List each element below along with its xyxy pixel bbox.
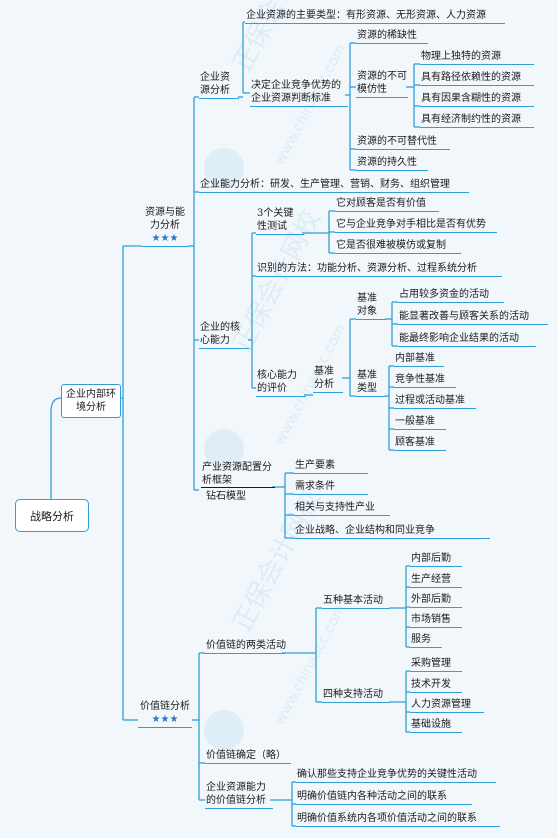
type-item-5: 顾客基准 [394,436,446,451]
main-types-node: 企业资源的主要类型：有形资源、无形资源、人力资源 [245,9,505,24]
test-item-2: 它与企业竞争对手相比是否有优势 [335,218,497,233]
durability-node: 资源的持久性 [356,156,428,171]
enterprise-resources-node: 企业资源分析 [199,71,239,99]
internal-environment-node: 企业内部环境分析 [61,384,121,418]
identify-node: 识别的方法：功能分析、资源分析、过程系统分析 [256,262,502,277]
diamond-item-4: 企业战略、企业结构和同业竞争 [294,524,490,539]
inimitable-item-3: 具有因果含糊性的资源 [420,92,534,107]
basic-item-1: 内部后勤 [410,552,462,567]
test-item-1: 它对顾客是否有价值 [335,197,439,212]
three-tests-node: 3个关键性测试 [256,207,304,235]
support-item-1: 采购管理 [410,657,462,672]
basic-item-2: 生产经营 [410,573,462,588]
two-types-node: 价值链的两类活动 [205,639,286,654]
criteria-node: 决定企业竞争优势的企业资源判断标准 [250,79,348,107]
bench-type-node: 基准类型 [356,369,386,397]
inimitable-item-1: 物理上独特的资源 [420,50,534,65]
vc-analysis-node: 企业资源能力的价值链分析 [205,781,273,809]
vc-determine-node: 价值链确定（略） [205,749,291,764]
five-basic-node: 五种基本活动 [322,594,390,609]
test-item-3: 它是否很难被模仿或复制 [335,239,461,254]
type-item-4: 一般基准 [394,415,446,430]
capability-node: 企业能力分析：研发、生产管理、营销、财务、组织管理 [199,178,469,193]
type-item-1: 内部基准 [394,352,444,367]
basic-item-4: 市场销售 [410,613,462,628]
benchmark-node: 基准分析 [313,365,343,393]
basic-item-5: 服务 [410,633,442,648]
analysis-item-1: 确认那些支持企业竞争优势的关键性活动 [296,768,496,783]
object-item-2: 能显著改善与顾客关系的活动 [398,310,548,325]
diamond-item-2: 需求条件 [294,480,368,495]
root-node: 战略分析 [15,499,89,532]
diamond-framework-label: 产业资源配置分析框架 [201,461,275,488]
basic-item-3: 外部后勤 [410,593,462,608]
resource-capability-stars: ★★★ [151,233,179,244]
diamond-model-label: 钻石模型 [206,491,246,502]
value-chain-label: 价值链分析 [140,701,190,712]
support-item-2: 技术开发 [410,678,462,693]
diamond-item-3: 相关与支持性产业 [294,501,390,516]
value-chain-node: 价值链分析 ★★★ [138,700,192,728]
non-substitutable-node: 资源的不可替代性 [356,135,450,150]
support-item-4: 基础设施 [410,718,462,733]
support-item-3: 人力资源管理 [410,698,484,713]
analysis-item-3: 明确价值系统内各项价值活动之间的联系 [296,812,500,827]
type-item-3: 过程或活动基准 [394,394,476,409]
scarcity-node: 资源的稀缺性 [356,29,428,44]
internal-environment-label: 企业内部环境分析 [66,389,116,413]
core-competence-node: 企业的核心能力 [199,321,249,349]
resource-capability-node: 资源与能力分析 ★★★ [142,206,188,247]
four-support-node: 四种支持活动 [322,688,390,703]
value-chain-stars: ★★★ [151,714,179,725]
diamond-item-1: 生产要素 [294,459,368,474]
type-item-2: 竞争性基准 [394,373,456,388]
core-eval-node: 核心能力的评价 [256,369,306,397]
inimitable-item-4: 具有经济制约性的资源 [420,113,534,128]
resource-capability-label: 资源与能力分析 [145,207,185,231]
analysis-item-2: 明确价值链内各种活动之间的联系 [296,790,472,805]
object-item-3: 能最终影响企业结果的活动 [398,332,536,347]
bench-object-node: 基准对象 [356,292,386,320]
inimitable-node: 资源的不可模仿性 [356,70,408,98]
object-item-1: 占用较多资金的活动 [398,288,504,303]
inimitable-item-2: 具有路径依赖性的资源 [420,71,534,86]
